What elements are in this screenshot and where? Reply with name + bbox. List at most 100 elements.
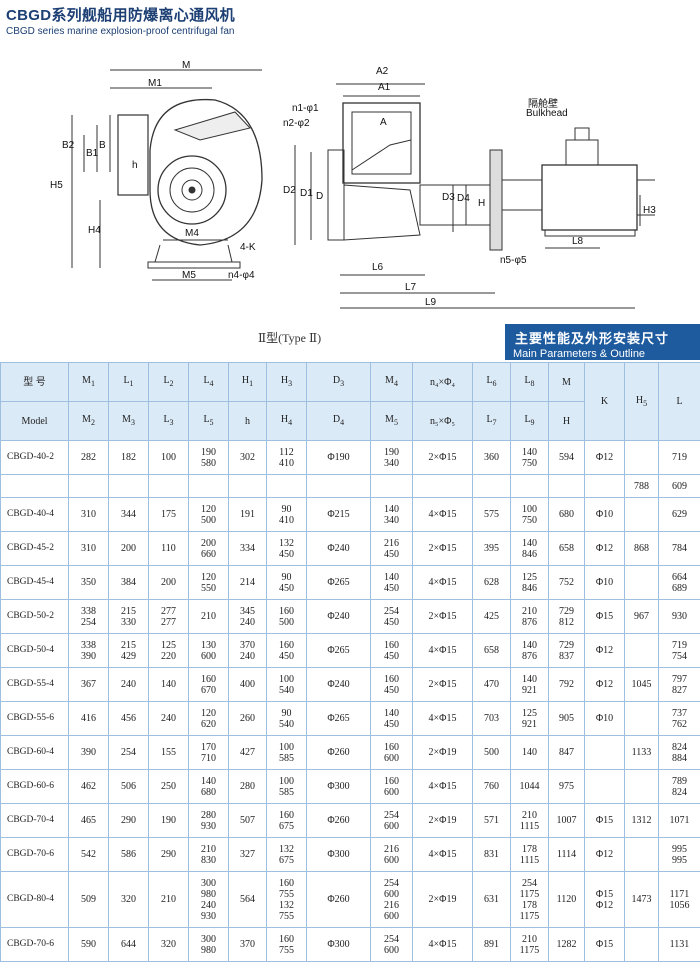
table-cell: 465 [68,803,109,838]
table-cell: 240 [108,667,149,702]
dim-a2: A2 [376,66,389,77]
dim-m: M [182,60,191,71]
header-label: D [332,375,341,386]
table-cell: Φ260 [306,803,371,838]
header-label: M [82,414,91,425]
table-cell: 360 [472,440,511,475]
table-cell: 575 [472,497,511,532]
table-cell: 280 [228,769,267,804]
table-cell: 542 [68,837,109,872]
dim-m5: M5 [182,270,196,281]
model-cell: CBGD-45-2 [0,531,69,566]
header-subscript: 2 [169,379,174,388]
table-cell [584,769,625,804]
header-subscript: 1 [249,379,254,388]
header-cell: L9 [510,401,549,441]
dim-l6: L6 [372,262,384,273]
section-badge: 主要性能及外形安装尺寸 Main Parameters & Outline Di… [505,324,700,372]
table-cell: 1044 [510,769,549,804]
table-cell: Φ260 [306,871,371,928]
table-cell: Φ10 [584,701,625,736]
header-subscript: 3 [130,418,135,427]
header-subscript: 2 [90,418,95,427]
table-cell: 395 [472,531,511,566]
dim-b2: B2 [62,140,75,151]
table-cell: 564 [228,871,267,928]
header-label: M [385,414,394,425]
model-cell: CBGD-60-6 [0,769,69,804]
table-cell: 1071 [658,803,700,838]
type-label: Ⅱ型(Type Ⅱ) [258,331,322,345]
table-cell [584,735,625,770]
table-cell: 320 [108,871,149,928]
header-subscript: 4 [209,379,214,388]
table-cell: 191 [228,497,267,532]
header-cell: M2 [68,401,109,441]
table-cell: 290 [148,837,189,872]
model-cell: CBGD-50-2 [0,599,69,634]
header-label: M [122,414,131,425]
table-cell: 200 [108,531,149,566]
header-label: L [524,375,531,386]
header-subscript: 5 [393,418,398,427]
table-cell: 1473 [624,871,659,928]
header-cell: M4 [370,362,413,402]
header-label: L [123,375,130,386]
table-cell: 182 [108,440,149,475]
header-cell: h [228,401,267,441]
title-en: CBGD series marine explosion-proof centr… [6,26,235,37]
header-subscript: 3 [340,379,345,388]
table-cell: 831 [472,837,511,872]
table-cell [412,474,473,498]
header-cell: L8 [510,362,549,402]
header-cell: L5 [188,401,229,441]
table-cell: 629 [658,497,700,532]
table-cell: Φ12 [584,633,625,668]
table-cell: 507 [228,803,267,838]
header-label: L [676,396,683,407]
table-cell: 752 [548,565,585,600]
table-cell [510,474,549,498]
model-cell: CBGD-70-4 [0,803,69,838]
table-cell: Φ240 [306,667,371,702]
dim-a: A [380,117,387,128]
header-subscript: 7 [492,418,497,427]
table-cell: 240 [148,701,189,736]
table-cell: 4×Φ15 [412,497,473,532]
model-cell: CBGD-60-4 [0,735,69,770]
table-cell: 905 [548,701,585,736]
table-cell: 2×Φ15 [412,599,473,634]
header-label: h [245,415,250,427]
dim-n1: n1-φ1 [292,103,319,114]
table-cell: 594 [548,440,585,475]
